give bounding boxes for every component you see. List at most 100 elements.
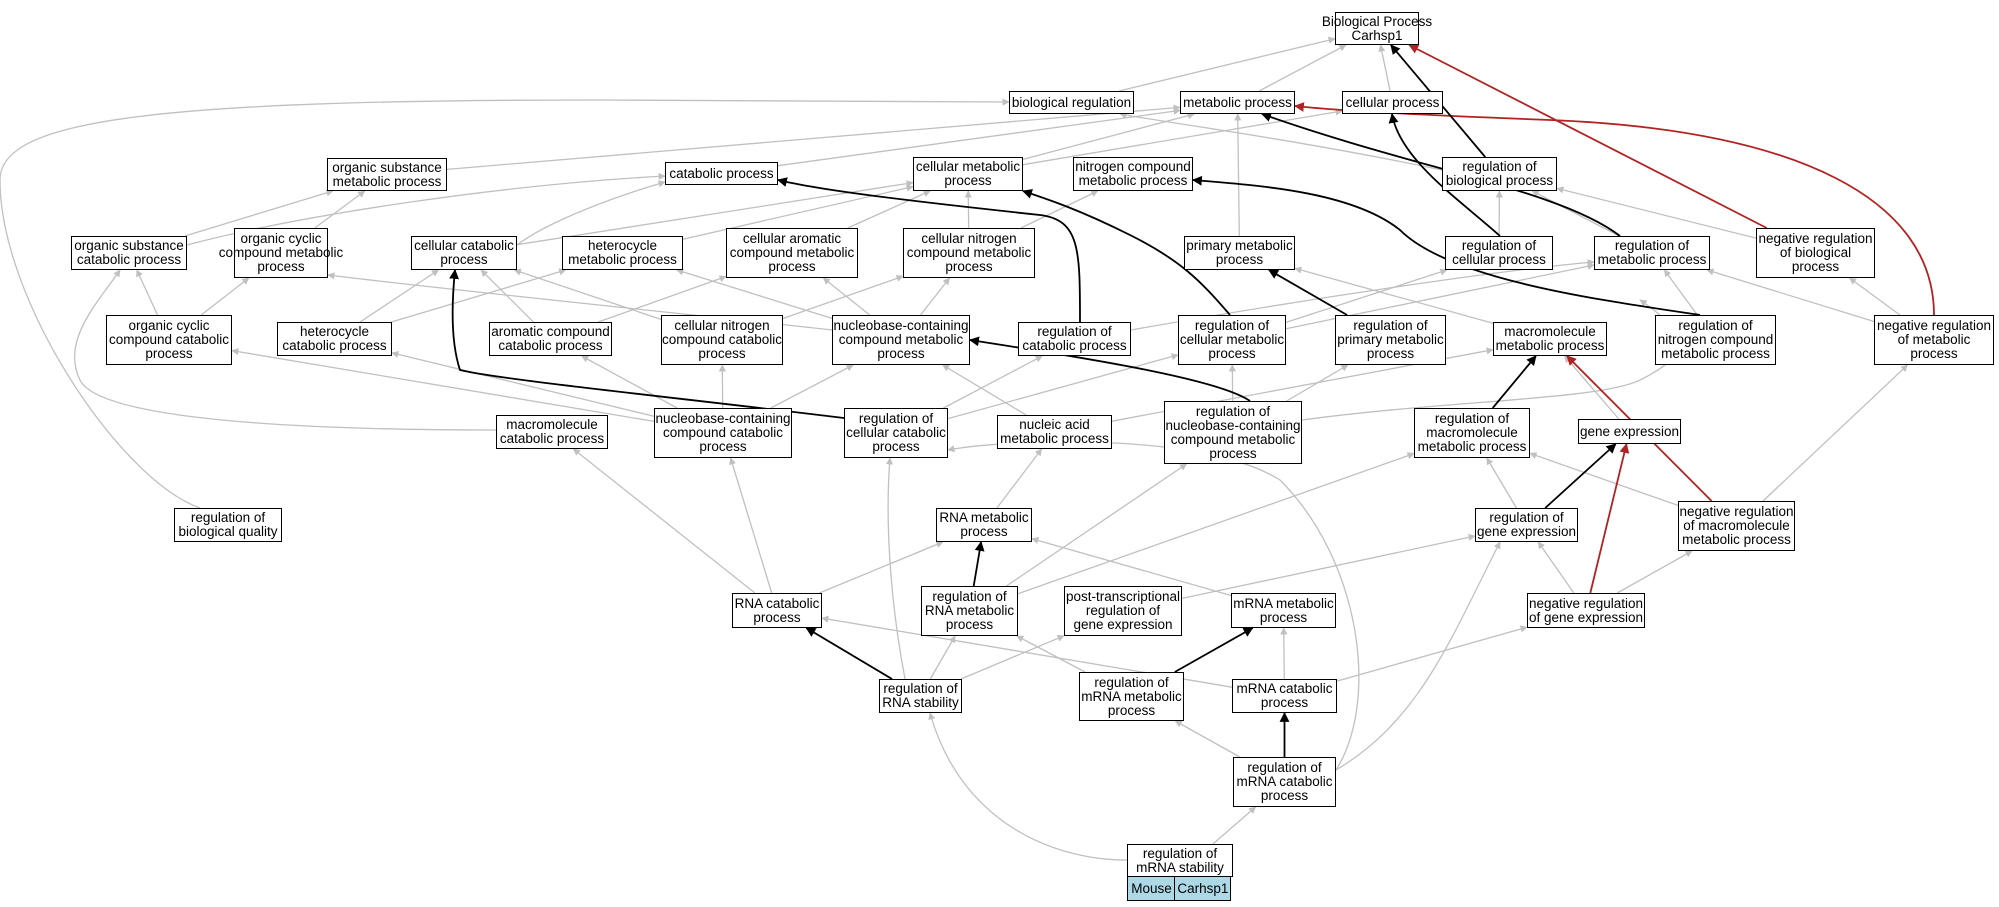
go-term-label-line: regulation of (1434, 411, 1510, 426)
edge-reg_mrna_stab-to-reg_rna_stab (928, 712, 1128, 861)
edge-reg_cell_cat-to-cell_cat (449, 269, 861, 421)
edge-rna_cat-to-macro_cat (572, 448, 756, 594)
go-term-label-line: metabolic process (1078, 173, 1188, 188)
edge-neg_reg_bio-to-reg_bio (1556, 186, 1757, 239)
go-term-label-line: process (1215, 252, 1264, 267)
go-term-label-line: of biological (1779, 245, 1852, 260)
go-term-label-line: cellular aromatic (742, 231, 842, 246)
edge-hetero_cat-to-cell_cat (359, 269, 439, 323)
go-term-label-line: metabolic process (1183, 94, 1292, 110)
edge-cell_nitro_met-to-cell_met (964, 190, 972, 229)
go-term-label-line: biological quality (178, 524, 278, 539)
edge-nb_cat-to-arom_cat (581, 355, 678, 409)
edge-arom_cat-to-cell_cat (480, 269, 534, 323)
go-term-label-line: nucleobase-containing (833, 318, 969, 333)
go-term-label-line: macromolecule (1504, 324, 1596, 339)
edge-reg_cell_cat-to-reg_cell_met (947, 353, 1179, 420)
go-term-label-line: compound catabolic (662, 425, 784, 440)
edge-neg_reg_gene-to-gene_exp (1589, 443, 1630, 594)
go-term-catab[interactable]: catabolic process (665, 162, 778, 185)
edge-reg_nitro-to-reg_met (1663, 269, 1698, 316)
edge-org_sub_cat-to-org_sub_met (184, 189, 334, 237)
edge-reg_macro-to-macro_met (1492, 355, 1537, 409)
go-term-label-line: of metabolic (1897, 332, 1971, 347)
edge-bio_reg-to-bp_root (1118, 36, 1336, 92)
go-term-label-line: organic substance (332, 159, 442, 175)
edge-cell_met-to-cell_proc (1022, 108, 1343, 166)
go-term-label-line: catabolic process (499, 431, 605, 446)
go-term-metab[interactable]: metabolic process (1180, 91, 1295, 114)
go-term-label-line: mRNA catabolic (1236, 681, 1333, 696)
edge-neg_reg_met-to-reg_met (1706, 268, 1875, 323)
go-term-label-line: compound metabolic (906, 245, 1032, 260)
go-term-label-line: process (699, 439, 747, 454)
go-term-cell-proc[interactable]: cellular process (1342, 91, 1443, 114)
go-term-label-line: compound metabolic (729, 245, 855, 260)
go-term-label-line: gene expression (1476, 524, 1577, 539)
edge-reg_rna_stab-to-reg_cell_cat (885, 457, 906, 680)
go-term-label-line: cellular catabolic (414, 238, 514, 253)
go-term-label-line: regulation of (1353, 318, 1428, 333)
edge-neg_reg_macro-to-neg_reg_met (1762, 364, 1909, 502)
go-term-label-line: regulation of (1489, 510, 1564, 525)
go-term-gene-exp[interactable]: gene expression (1578, 419, 1681, 444)
go-term-label-line: heterocycle (299, 324, 370, 339)
edge-cell_nitro_met-to-nitro_met (1020, 190, 1099, 229)
go-term-bio-reg[interactable]: biological regulation (1009, 91, 1134, 114)
edge-reg_gene-to-reg_macro (1486, 457, 1517, 509)
edge-rna_met-to-nuc_acid (996, 448, 1043, 509)
edge-nuc_acid-to-nb_met (942, 364, 1027, 416)
edge-cell_arom-to-cell_met (847, 190, 931, 229)
edge-reg_bioq-to-bio_reg (0, 98, 1010, 509)
edge-cell_cat-to-catab (516, 180, 666, 246)
